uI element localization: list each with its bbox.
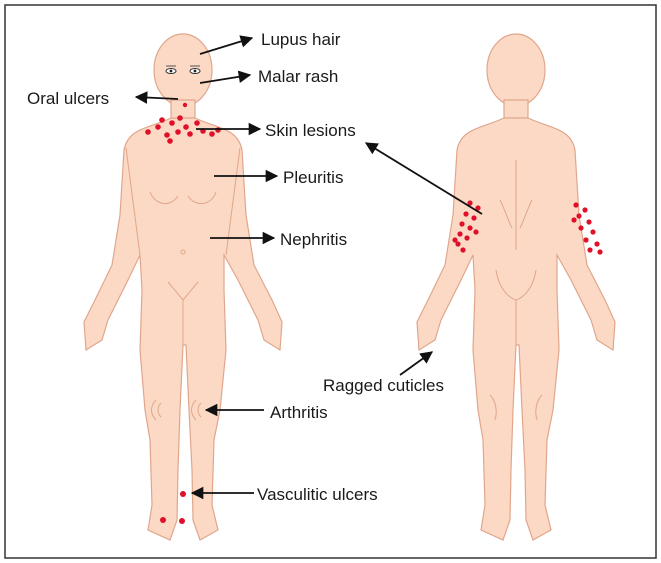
label-vasculitic-ulcers: Vasculitic ulcers	[257, 485, 378, 504]
front-head	[154, 34, 212, 106]
frame-border	[5, 5, 656, 558]
label-lupus-hair: Lupus hair	[261, 30, 341, 49]
label-oral-ulcers: Oral ulcers	[27, 89, 109, 108]
back-head	[487, 34, 545, 106]
label-malar-rash: Malar rash	[258, 67, 338, 86]
label-pleuritis: Pleuritis	[283, 168, 343, 187]
label-skin-lesions: Skin lesions	[265, 121, 356, 140]
label-ragged-cuticles: Ragged cuticles	[323, 376, 444, 395]
label-nephritis: Nephritis	[280, 230, 347, 249]
label-arthritis: Arthritis	[270, 403, 328, 422]
